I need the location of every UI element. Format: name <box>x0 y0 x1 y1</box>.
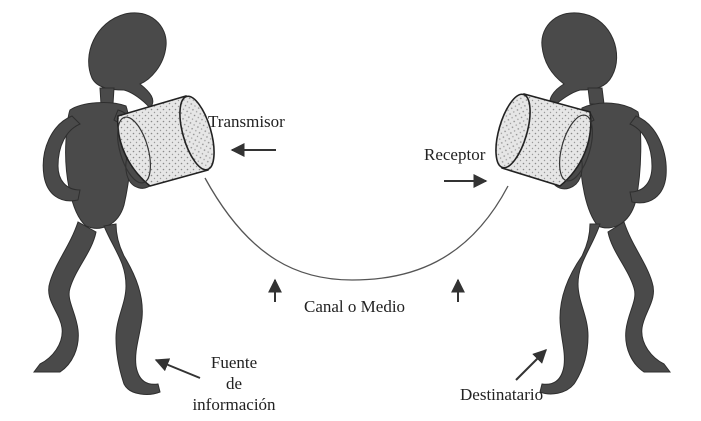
receiver-head <box>542 13 617 108</box>
receptor-label: Receptor <box>424 145 485 165</box>
receiver-right-leg <box>608 222 670 372</box>
sender-right-leg <box>104 224 160 394</box>
receiver-left-leg <box>540 224 600 394</box>
destinatario-arrow <box>516 350 546 380</box>
channel-string <box>205 178 508 280</box>
receiver-figure <box>540 13 670 394</box>
transmisor-label: Transmisor <box>208 112 285 132</box>
fuente-label-line3: información <box>176 394 292 415</box>
fuente-label-line2: de <box>176 373 292 394</box>
destinatario-label: Destinatario <box>460 385 543 405</box>
sender-left-leg <box>34 222 96 372</box>
canal-label: Canal o Medio <box>304 297 405 317</box>
sender-figure <box>34 13 166 395</box>
fuente-label: Fuente de información <box>176 352 292 415</box>
fuente-label-line1: Fuente <box>176 352 292 373</box>
